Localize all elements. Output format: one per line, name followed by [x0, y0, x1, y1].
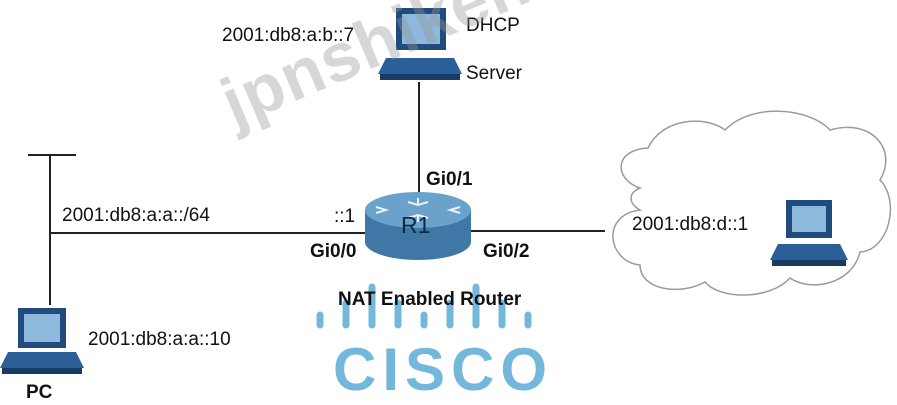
- pc-icon: [0, 308, 84, 374]
- iface-gi00-label: Gi0/0: [310, 241, 357, 262]
- iface-gi00-address: ::1: [334, 206, 356, 227]
- remote-host-icon: [770, 200, 848, 266]
- cloud: [612, 110, 892, 296]
- router-name: R1: [401, 212, 431, 238]
- iface-gi01-label: Gi0/1: [426, 169, 473, 190]
- dhcp-server-label-line1: DHCP: [466, 15, 520, 36]
- remote-host-address: 2001:db8:d::1: [632, 214, 749, 235]
- lan-subnet-label: 2001:db8:a:a::/64: [62, 205, 210, 226]
- router-caption: NAT Enabled Router: [338, 289, 522, 310]
- cisco-logo-bars: [316, 283, 532, 329]
- dhcp-server-icon: [378, 8, 462, 80]
- pc-label: PC: [26, 382, 53, 403]
- router-icon: [365, 192, 471, 260]
- dhcp-server-address: 2001:db8:a:b::7: [222, 25, 355, 46]
- dhcp-server-label-line2: Server: [466, 63, 522, 84]
- pc-address: 2001:db8:a:a::10: [88, 329, 231, 350]
- iface-gi02-label: Gi0/2: [483, 241, 530, 262]
